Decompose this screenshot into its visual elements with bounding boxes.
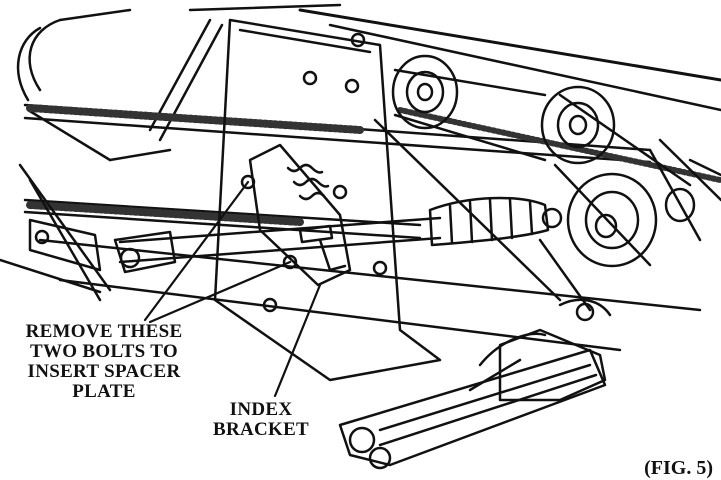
callout-line: INSERT SPACER	[27, 361, 181, 382]
rod-grip	[428, 196, 563, 247]
mounting-plate	[213, 18, 442, 382]
index-bracket	[240, 143, 352, 287]
callout-line: TWO BOLTS TO	[30, 341, 178, 362]
pulleys	[391, 54, 721, 268]
figure-caption: (FIG. 5)	[644, 457, 713, 479]
callout-line: PLATE	[72, 381, 136, 402]
shift-rod	[113, 216, 442, 274]
leader-lines	[143, 180, 322, 398]
remove-bolts-callout: REMOVE THESE TWO BOLTS TO INSERT SPACER …	[4, 322, 204, 402]
lower-left-bracket	[0, 163, 112, 302]
callout-line: BRACKET	[212, 419, 310, 440]
callout-line: INDEX	[229, 399, 293, 420]
callout-line: REMOVE THESE	[25, 321, 183, 342]
index-bracket-callout: INDEX BRACKET	[205, 400, 317, 440]
lever-arm	[338, 238, 612, 470]
frame-rails	[23, 3, 721, 352]
left-housing	[16, 8, 172, 162]
pulley-belt	[373, 68, 692, 302]
